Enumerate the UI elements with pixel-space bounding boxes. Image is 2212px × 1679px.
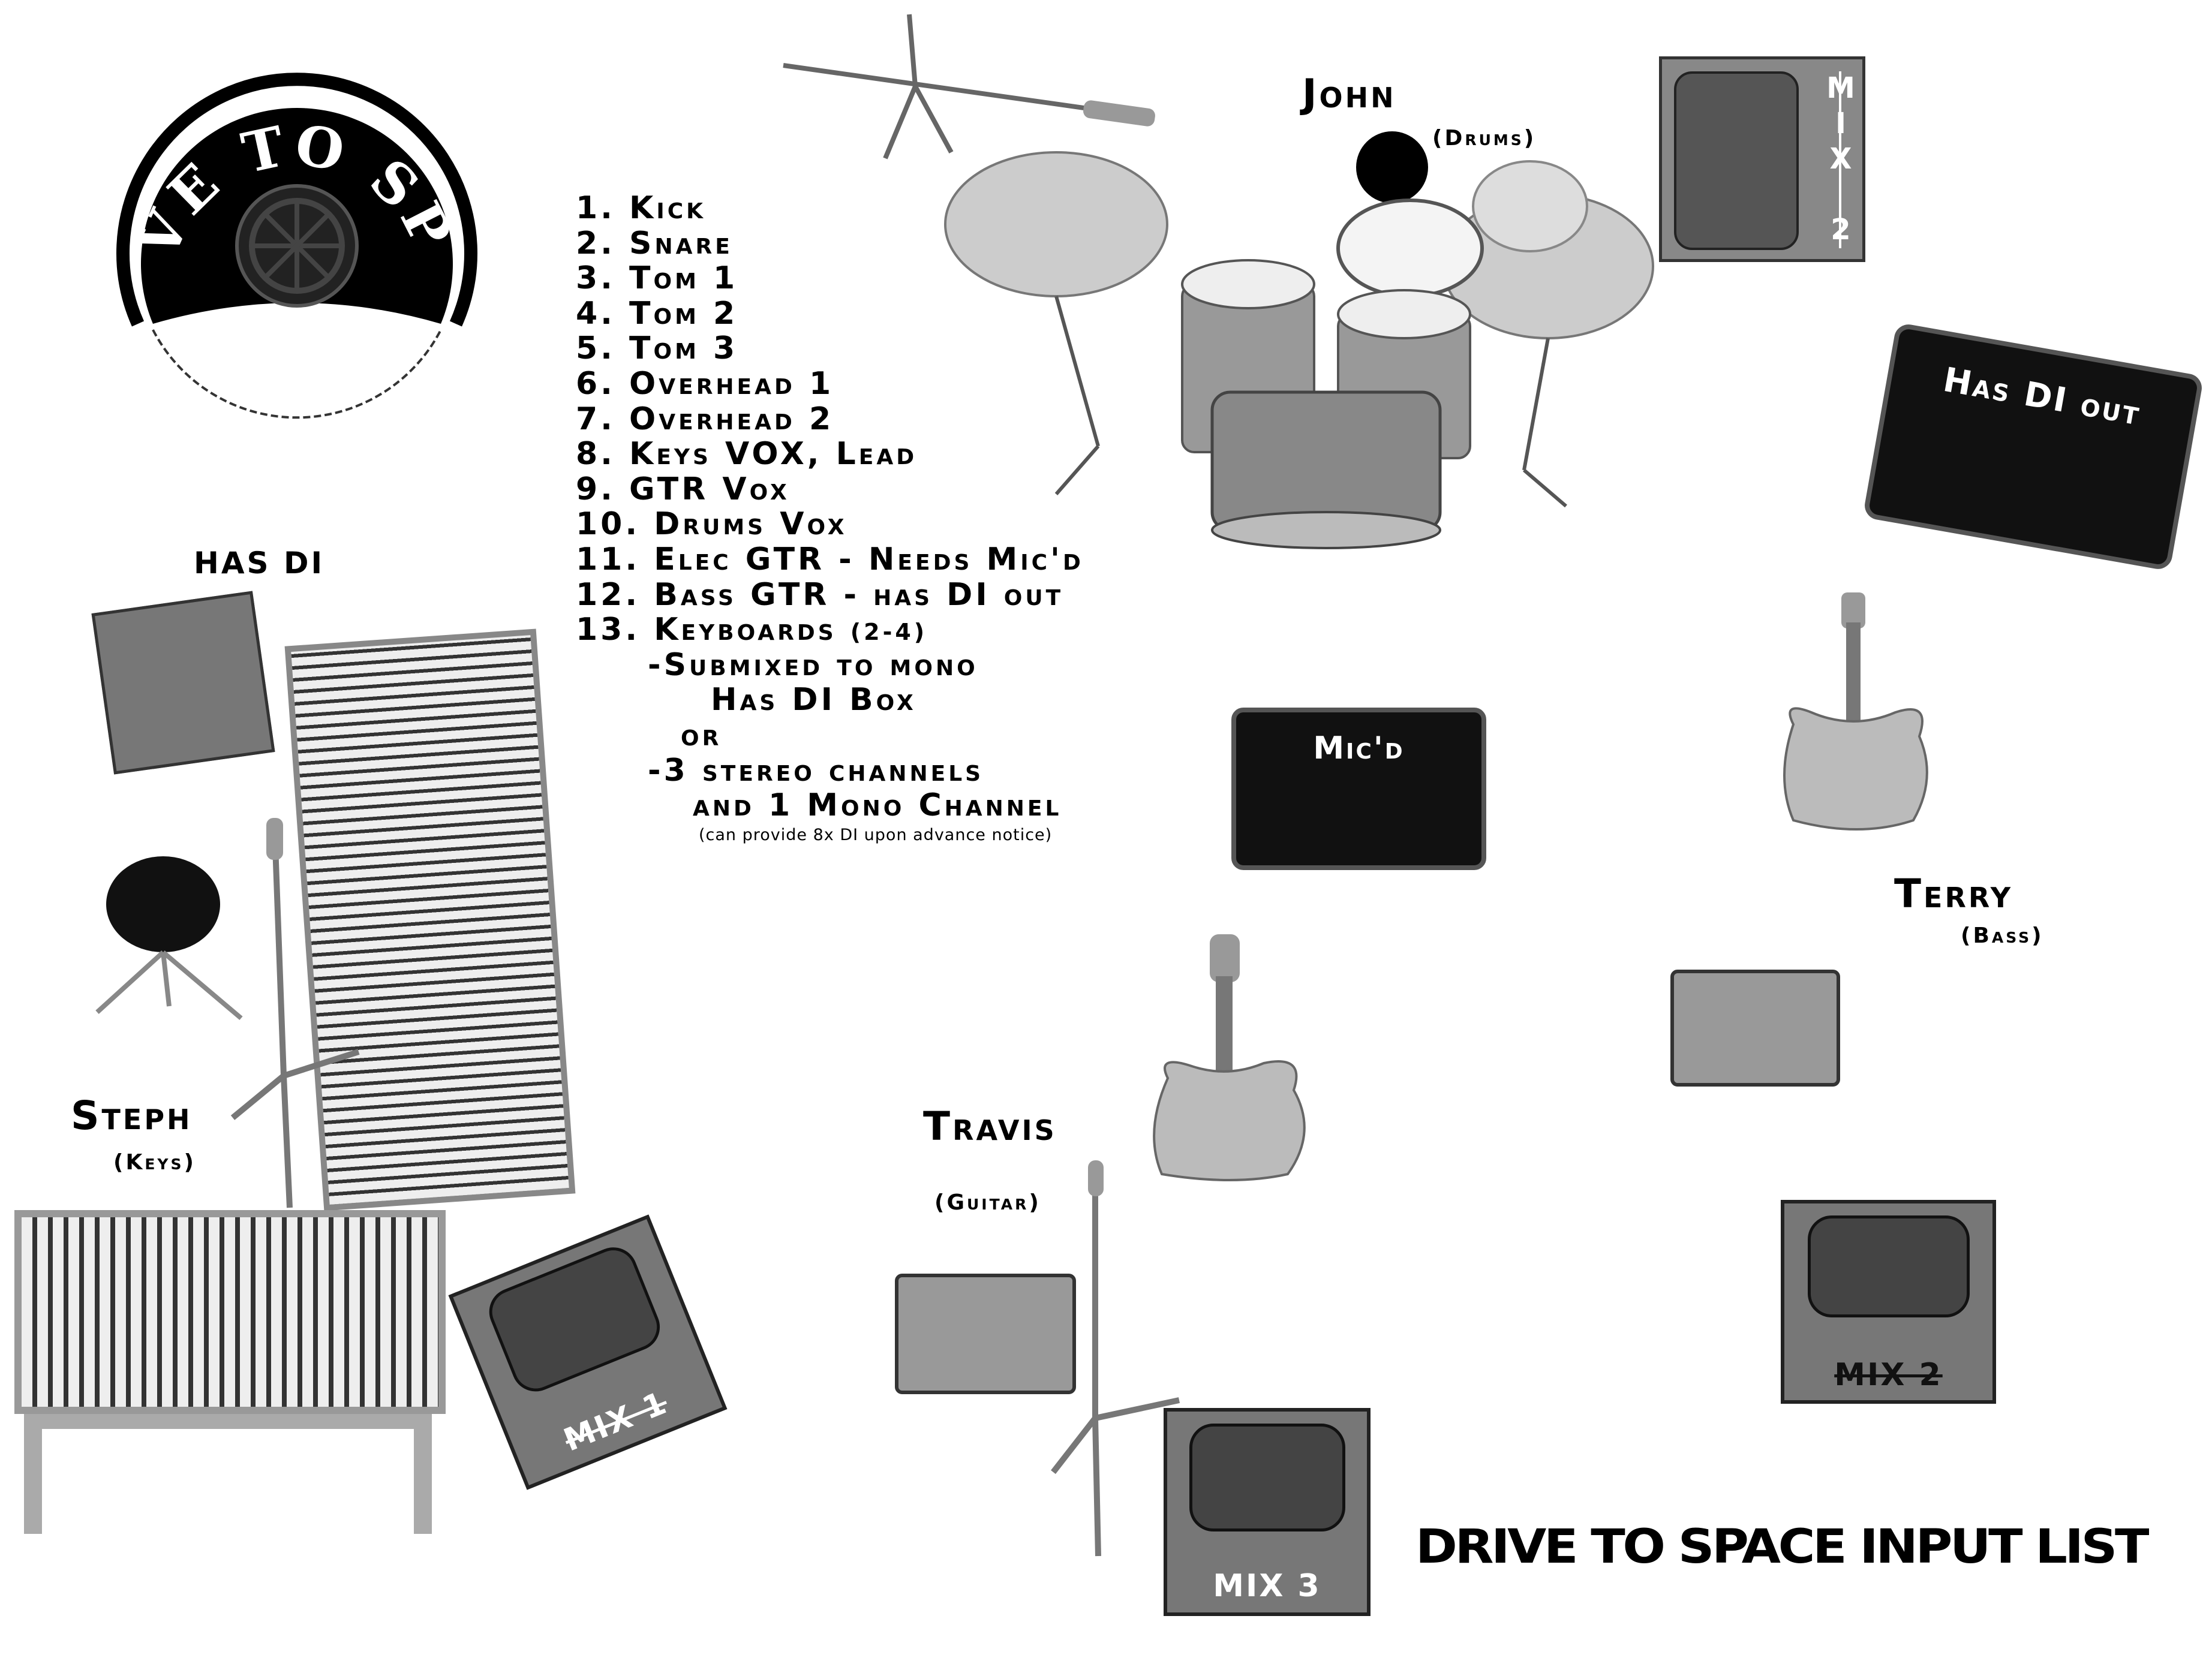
has-di-out-label: Has DI out [1940, 360, 2144, 434]
musician-role-steph: (Keys) [113, 1150, 196, 1175]
monitor-mix2: MIX 2 [1781, 1200, 1996, 1404]
input-item: 13. Keyboards (2-4) [576, 612, 928, 648]
musician-role-travis: (Guitar) [934, 1190, 1041, 1215]
speaker-icon [1189, 1424, 1345, 1531]
musician-name-john: John [1302, 71, 1396, 117]
keys-mic-stand-icon [230, 818, 360, 1208]
input-item: 5. Tom 3 [576, 330, 738, 367]
input-item: 9. GTR Vox [576, 471, 790, 507]
input-item: 12. Bass GTR - has DI out [576, 576, 1064, 613]
drum-mic-stand-icon [783, 14, 1155, 160]
has-di-label: HAS DI [194, 546, 325, 580]
bass-guitar-icon [1783, 592, 1928, 831]
speaker-icon [482, 1240, 668, 1399]
musician-name-travis: Travis [923, 1103, 1057, 1150]
keyboard-or: or [681, 717, 722, 753]
musician-role-terry: (Bass) [1961, 923, 2044, 948]
mix3-label: MIX 3 [1213, 1568, 1321, 1604]
monitor-mix1: MIX 1 [448, 1214, 728, 1490]
monitor-mix2-drums: MIX 2 [1659, 56, 1865, 262]
keyboard-option: -3 stereo channels [648, 752, 984, 789]
keyboard-option-sub: Has DI Box [711, 682, 916, 718]
page-title: DRIVE TO SPACE INPUT LIST [1415, 1520, 2149, 1574]
musician-name-steph: Steph [71, 1093, 193, 1139]
guitar-amp: Mic'd [1231, 708, 1486, 870]
input-item: 2. Snare [576, 225, 733, 261]
input-item: 11. Elec GTR - Needs Mic'd [576, 541, 1084, 577]
input-item: 3. Tom 1 [576, 260, 738, 297]
input-item: 6. Overhead 1 [576, 365, 834, 402]
mix2-label: MIX 2 [1834, 1357, 1943, 1393]
keyboard-option-sub: and 1 Mono Channel [693, 787, 1062, 824]
input-item: 10. Drums Vox [576, 506, 847, 543]
keyboards-count: (2-4) [850, 619, 928, 646]
speaker-icon [1674, 71, 1799, 250]
electric-guitar-icon [1153, 934, 1306, 1181]
input-item: 4. Tom 2 [576, 295, 738, 332]
keys-amp [91, 591, 275, 775]
keyboard-option: -Submixed to mono [648, 646, 978, 683]
organ-stand [24, 1414, 432, 1534]
guitar-pedalboard [895, 1274, 1076, 1394]
input-list: 1. Kick 2. Snare 3. Tom 1 4. Tom 2 5. To… [576, 191, 1084, 847]
speaker-icon [1807, 1215, 1970, 1317]
input-item: 1. Kick [576, 190, 707, 226]
musician-name-terry: Terry [1894, 871, 2013, 917]
monitor-mix3: MIX 3 [1164, 1408, 1371, 1616]
drum-kit-icon [944, 131, 1654, 549]
input-item: 8. Keys VOX, Lead [576, 436, 918, 473]
bass-amp: Has DI out [1862, 322, 2204, 571]
guitar-mic-stand-icon [1051, 1160, 1180, 1557]
organ [14, 1210, 446, 1414]
band-logo: DRIVE TO SPACE [82, 14, 477, 419]
micd-label: Mic'd [1313, 730, 1405, 766]
bass-pedalboard [1670, 970, 1840, 1087]
keys-stool-icon [95, 856, 243, 1021]
mix2-drums-label: MIX 2 [1824, 71, 1858, 248]
input-item: 7. Overhead 2 [576, 401, 834, 437]
musician-role-john: (Drums) [1432, 126, 1537, 151]
di-note: (can provide 8x DI upon advance notice) [699, 825, 1053, 844]
